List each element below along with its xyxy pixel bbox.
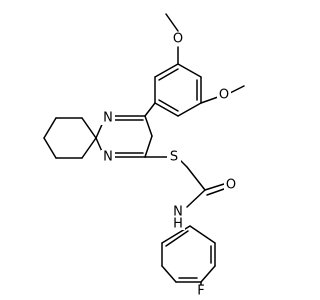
atom-n-amide: N [173, 205, 183, 220]
bond-carbonyl-double [206, 188, 225, 196]
atom-n-top: N [103, 111, 113, 126]
bond-s-ch2 [179, 159, 188, 168]
atom-h-amide: H [173, 217, 183, 232]
molecule-structure-diagram: O O N N S O N H F [43, 13, 245, 299]
bond-ring-upper [177, 63, 202, 78]
bond-ring-lower [189, 225, 216, 244]
atom-s: S [170, 150, 178, 165]
bond-aryl-imidazole [144, 102, 156, 117]
bond-ring-lower [200, 265, 216, 283]
bond-ring-o-right [200, 96, 219, 104]
bond-cyclohexane [81, 137, 97, 159]
bond-ring-upper [154, 102, 179, 117]
bond-ring-upper [154, 63, 179, 78]
atom-f: F [197, 284, 204, 299]
atom-labels: O O N N S O N H F [101, 32, 238, 299]
bond-ring-lower-inner [165, 230, 189, 247]
bond-ring-lower [161, 265, 177, 283]
bond-carbonyl-double [204, 183, 225, 191]
bond-ch2-carbonyl [186, 166, 206, 191]
atom-o-upper: O [173, 32, 183, 47]
bond-cyclohexane [81, 117, 97, 139]
bond-imidazole [144, 115, 153, 137]
bond-ring-upper-inner [158, 99, 179, 112]
bond-imidazole [144, 135, 153, 158]
bond-ring-upper [177, 102, 202, 117]
atom-o-right: O [219, 88, 229, 103]
bond-ring-upper-inner [158, 68, 179, 81]
atom-o-carbonyl: O [226, 178, 236, 193]
bond-ring-lower [161, 225, 191, 244]
bond-cyclohexane [43, 117, 57, 139]
bonds [43, 13, 245, 290]
atom-n-bottom: N [103, 150, 113, 165]
bond-o-right-methyl [229, 85, 245, 94]
bond-carbonyl-n [186, 189, 206, 208]
bond-cyclohexane [43, 137, 57, 159]
bond-methyl-o-upper [165, 13, 179, 32]
